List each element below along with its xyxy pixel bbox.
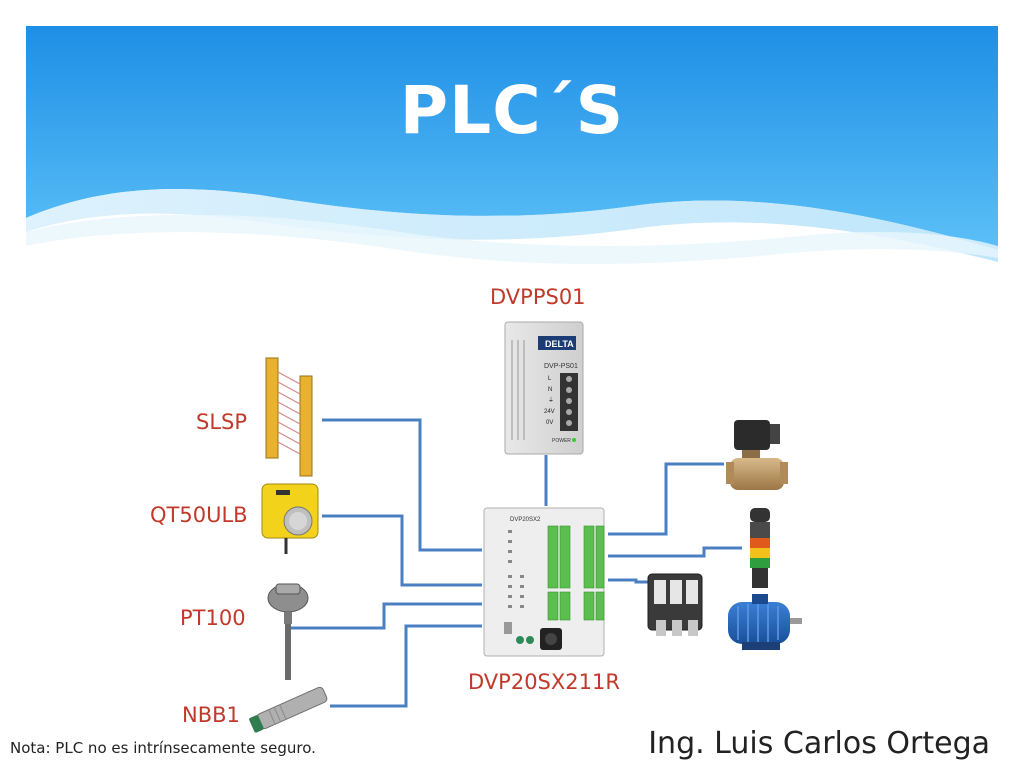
terminal-label: 24V <box>544 409 555 415</box>
wiring <box>288 418 742 708</box>
contactor-image <box>647 573 703 636</box>
power-led <box>572 438 576 442</box>
motor-image <box>728 594 802 650</box>
light-curtain-image <box>265 357 313 477</box>
terminal-label: ⏚ <box>548 397 554 404</box>
label-qt50ulb: QT50ULB <box>150 503 248 527</box>
temperature-probe-image <box>267 583 309 680</box>
inductive-sensor-image <box>249 686 328 733</box>
wire-slsp <box>322 418 482 552</box>
terminal-label: N <box>548 387 552 393</box>
wire-tower <box>608 546 742 558</box>
terminal-label: 0V <box>546 420 553 426</box>
power-supply-model: DVP-PS01 <box>544 363 578 370</box>
solenoid-valve-image <box>726 420 788 490</box>
wire-pt100 <box>288 602 482 630</box>
power-supply-brand: DELTA <box>545 339 574 349</box>
wire-nbb1 <box>330 624 482 708</box>
power-supply-image: DELTA DVP-PS01 L N ⏚ 24V 0V POWER <box>504 321 584 455</box>
wire-contactor <box>608 578 648 584</box>
label-dvp20sx211r: DVP20SX211R <box>468 670 620 694</box>
wire-valve <box>608 462 724 536</box>
plc-model: DVP20SX2 <box>510 517 541 523</box>
label-pt100: PT100 <box>180 606 246 630</box>
ultrasonic-sensor-image <box>261 483 319 554</box>
label-dvpps01: DVPPS01 <box>490 285 586 309</box>
power-led-label: POWER <box>552 438 571 444</box>
wire-qt50ulb <box>322 514 482 587</box>
slide-title: PLC´S <box>399 72 625 149</box>
label-slsp: SLSP <box>196 410 248 434</box>
title-banner <box>26 26 998 265</box>
safety-note: Nota: PLC no es intrínsecamente seguro. <box>10 739 316 757</box>
terminal-label: L <box>548 376 552 382</box>
signal-tower-image <box>750 508 770 588</box>
label-nbb1: NBB1 <box>182 703 240 727</box>
author-name: Ing. Luis Carlos Ortega <box>648 726 990 761</box>
plc-image: DVP20SX2 <box>483 507 605 657</box>
